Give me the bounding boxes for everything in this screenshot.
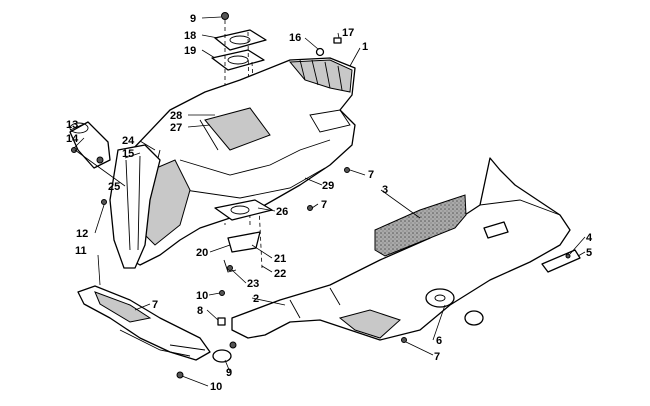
callout-29: 29 xyxy=(322,180,334,192)
callout-13: 13 xyxy=(66,119,78,131)
callout-28: 28 xyxy=(170,110,182,122)
rivet-8 xyxy=(217,317,226,326)
screw-10-bottom xyxy=(176,371,184,379)
screw-7-lower xyxy=(401,337,407,343)
callout-7-left: 7 xyxy=(152,299,158,311)
clip-23 xyxy=(223,259,237,273)
callout-19: 19 xyxy=(184,45,196,57)
callout-26: 26 xyxy=(276,206,288,218)
callout-25: 25 xyxy=(108,181,120,193)
side-panel-15 xyxy=(109,144,161,269)
callout-2: 2 xyxy=(253,293,259,305)
screw-17 xyxy=(333,37,342,44)
callout-labels: 9 18 19 16 17 1 28 27 13 14 24 15 25 12 … xyxy=(66,13,593,393)
grommet-6 xyxy=(425,288,455,308)
callout-20: 20 xyxy=(196,247,208,259)
leader-lines xyxy=(69,16,586,387)
callout-1: 1 xyxy=(362,41,368,53)
gasket-19 xyxy=(211,49,265,71)
callout-7-mid: 7 xyxy=(368,169,374,181)
callout-21: 21 xyxy=(274,253,286,265)
callout-23: 23 xyxy=(247,278,259,290)
callout-6: 6 xyxy=(436,335,442,347)
callout-7-right: 7 xyxy=(321,199,327,211)
side-panel-2 xyxy=(231,157,571,341)
screw-12 xyxy=(101,199,107,205)
callout-18: 18 xyxy=(184,30,196,42)
callout-10-bottom: 10 xyxy=(210,381,222,393)
callout-9-top: 9 xyxy=(190,13,196,25)
callout-17: 17 xyxy=(342,27,354,39)
bracket-21 xyxy=(227,231,261,253)
bracket-4 xyxy=(541,249,581,273)
callout-4: 4 xyxy=(586,232,593,244)
screw-14 xyxy=(71,147,77,153)
skid-plate-11 xyxy=(77,285,211,361)
screw-16 xyxy=(315,47,325,57)
callout-11: 11 xyxy=(75,245,87,257)
callout-8: 8 xyxy=(197,305,203,317)
screw-7-right xyxy=(307,205,313,211)
plug-6 xyxy=(464,310,484,326)
callout-27: 27 xyxy=(170,122,182,134)
callout-12: 12 xyxy=(76,228,88,240)
callout-14: 14 xyxy=(66,133,79,145)
intake-cone-13 xyxy=(69,121,111,169)
callout-24: 24 xyxy=(122,135,135,147)
callout-3: 3 xyxy=(382,184,388,196)
callout-10-mid: 10 xyxy=(196,290,208,302)
washer-9-bottom xyxy=(212,341,237,363)
nut-9-top xyxy=(221,12,229,20)
foam-insulation-3 xyxy=(374,194,467,257)
screw-10-mid xyxy=(219,290,225,296)
callout-22: 22 xyxy=(274,268,286,280)
callout-7-lower: 7 xyxy=(434,351,440,363)
callout-5: 5 xyxy=(586,247,592,259)
callout-9-bottom: 9 xyxy=(226,367,232,379)
gasket-18 xyxy=(214,29,267,51)
callout-16: 16 xyxy=(289,32,301,44)
callout-15: 15 xyxy=(122,148,134,160)
screw-7-mid xyxy=(344,167,350,173)
